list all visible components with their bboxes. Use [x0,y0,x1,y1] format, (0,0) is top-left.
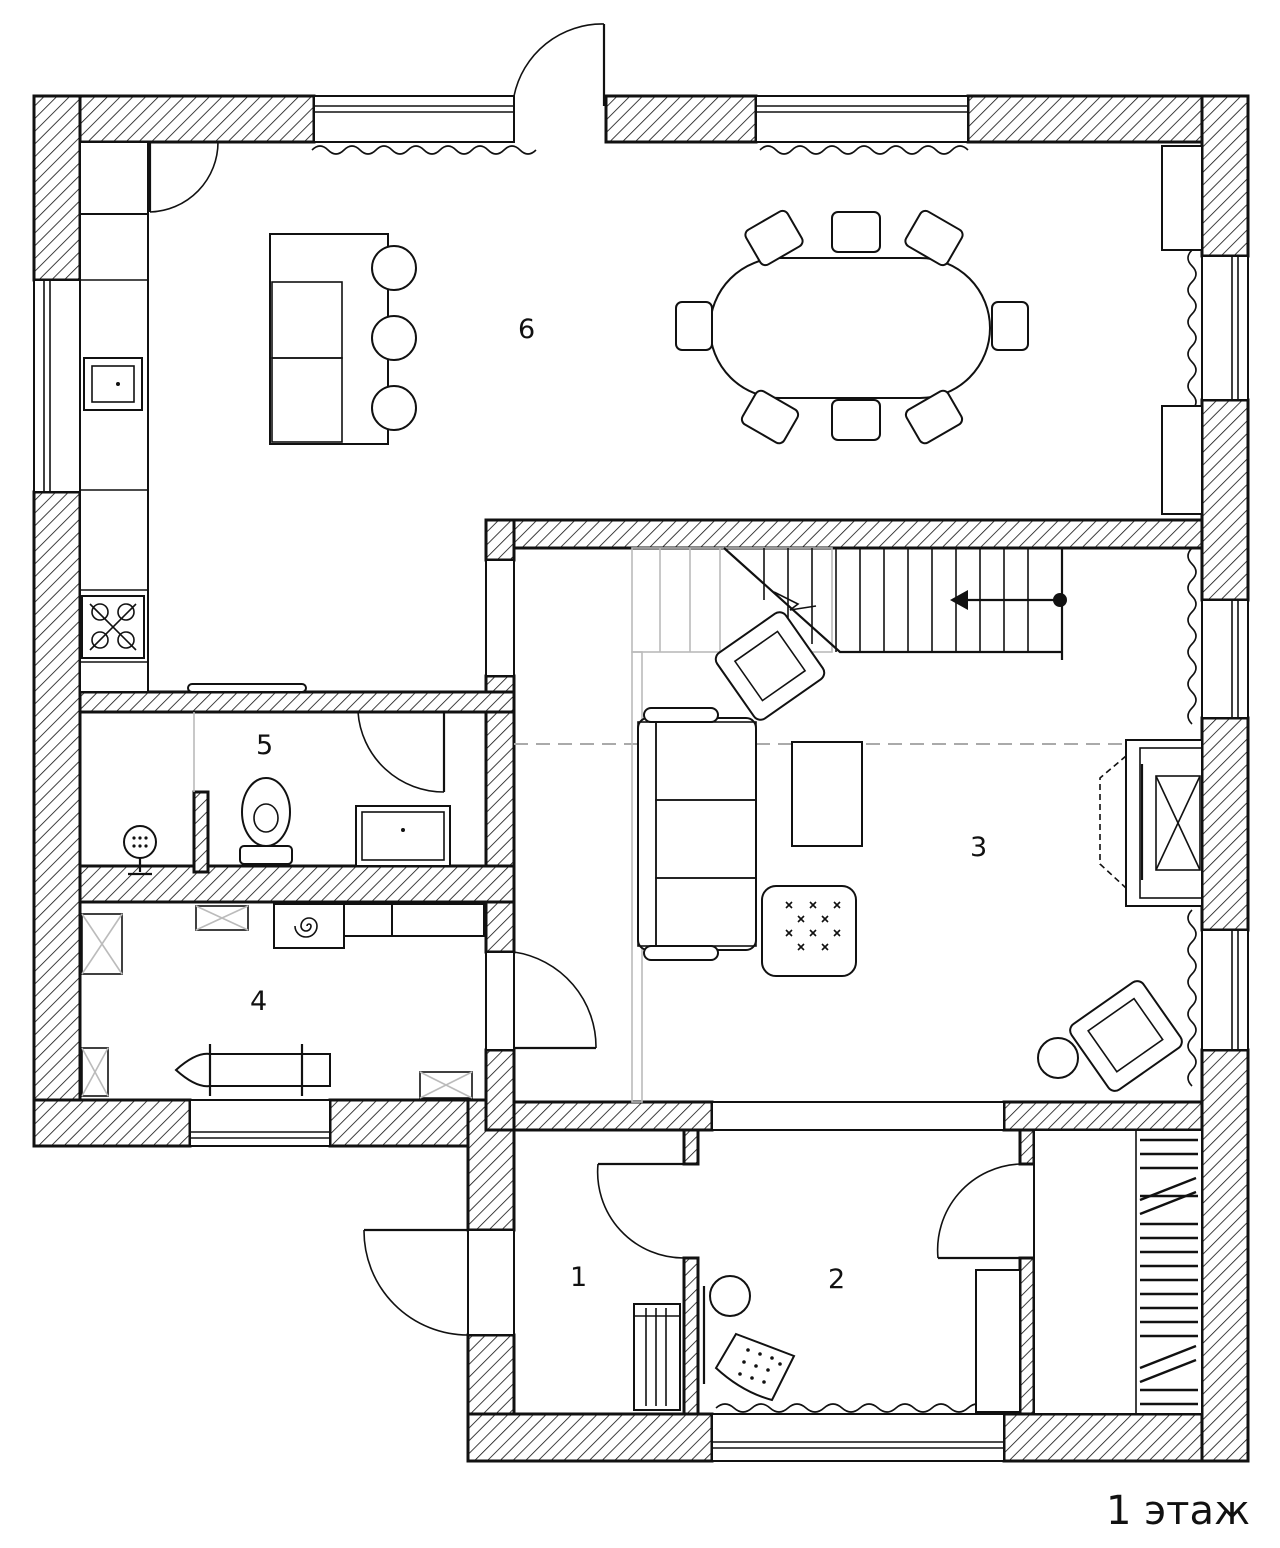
washbasin-icon [355,805,451,867]
room-number-4: 4 [250,986,267,1017]
room-number-5: 5 [256,730,273,761]
fireplace-icon [1099,739,1203,907]
room-number-1: 1 [570,1262,587,1293]
kitchen-island [269,233,389,445]
wardrobe [1033,1129,1203,1415]
stool-icon [709,1275,751,1317]
cooktop-icon [81,595,145,659]
washing-machine-icon [273,903,485,949]
pouf-icon [761,885,857,977]
dining-chairs [675,209,1029,445]
doors [148,23,1021,1336]
floor-label: 1 этаж [1106,1488,1250,1534]
toilet-icon [239,777,293,865]
wall-cabinets [1161,145,1203,515]
curtains [187,145,1197,1413]
laundry-shelves [81,905,473,1099]
interior-walls [78,518,1204,1416]
shower-icon [123,825,157,876]
exterior-walls [32,94,1250,1463]
shoe-rack [633,1303,681,1411]
coffee-table [791,741,863,847]
armchair-icon [714,611,826,721]
desk [975,1269,1021,1413]
chair-icon [714,1332,796,1402]
armchair-icon [1069,980,1183,1092]
room-number-2: 2 [828,1264,845,1295]
sink-icon [83,357,143,411]
dining-table [709,257,991,399]
staircase [631,547,1067,1103]
side-table [1037,1037,1079,1079]
windows [33,95,1249,1462]
bar-stools [371,245,417,431]
sofa-icon [637,707,757,961]
room-number-3: 3 [970,832,987,863]
room-number-6: 6 [518,314,535,345]
ironing-board-icon [174,1044,331,1096]
